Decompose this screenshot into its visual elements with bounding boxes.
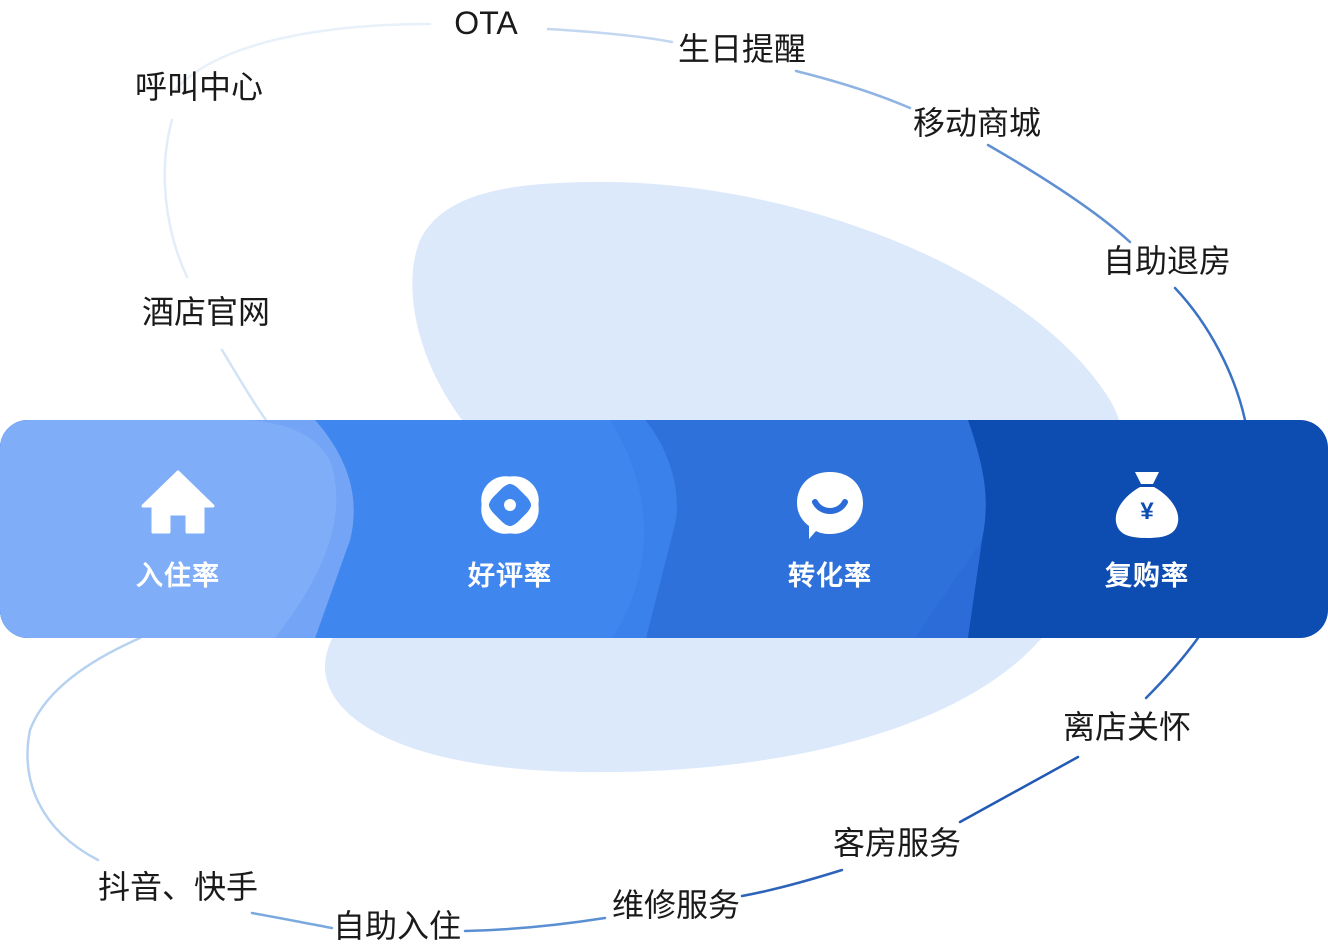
bar-segment-1 [0,420,354,638]
orbit-label-call-center: 呼叫中心 [134,68,264,106]
orbit-label-room-service: 客房服务 [832,824,962,862]
orbit-label-douyin-kuaishou: 抖音、快手 [97,868,259,906]
orbit-label-self-checkin: 自助入住 [332,907,462,945]
money-bag-icon: ¥ [1115,471,1179,538]
metric-label-occupancy: 入住率 [136,560,220,592]
orbit-label-self-checkout: 自助退房 [1102,242,1232,280]
orbit-label-hotel-website: 酒店官网 [141,293,271,331]
metric-occupancy: 入住率 [118,420,238,638]
smile-chat-icon [797,471,863,539]
orbit-label-maintenance-service: 维修服务 [611,886,741,924]
house-icon [141,470,215,533]
metric-label-conversion: 转化率 [788,560,872,592]
metric-conversion: 转化率 [770,420,890,638]
rating-knot-icon [481,475,539,534]
orbit-label-departure-care: 离店关怀 [1062,708,1192,746]
yuan-symbol: ¥ [1140,498,1154,525]
orbit-label-mobile-mall: 移动商城 [912,104,1042,142]
orbit-label-ota: OTA [454,5,518,41]
metrics-bar [0,420,1328,638]
orbit-connectors [26,22,1247,933]
metric-repurchase: ¥ 复购率 [1087,420,1207,638]
metric-label-repurchase: 复购率 [1105,560,1189,592]
orbit-label-birthday-reminder: 生日提醒 [677,30,807,68]
metric-label-rating: 好评率 [468,560,552,592]
metric-rating: 好评率 [450,420,570,638]
